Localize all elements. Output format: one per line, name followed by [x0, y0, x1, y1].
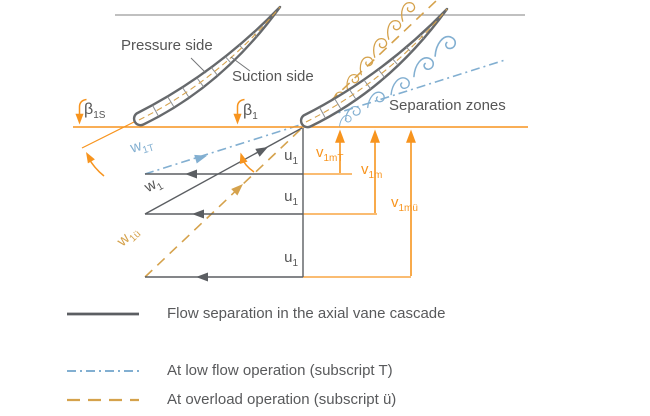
- beta-1-label: β1: [243, 102, 258, 123]
- u1-vector-label-1: u1: [284, 147, 298, 167]
- chord-extension-line: [81, 121, 135, 149]
- beta-1-angle-mark: [233, 98, 255, 173]
- legend-swatch-dashed: [67, 398, 139, 401]
- v1m-vector-label: v1m: [361, 161, 383, 181]
- legend-item-overload: At overload operation (subscript ü): [64, 391, 396, 408]
- suction-side-label: Suction side: [232, 68, 314, 85]
- u1-vector-label-3: u1: [284, 249, 298, 269]
- w1t-low-flow-line: [144, 59, 506, 175]
- separation-zones-label: Separation zones: [389, 97, 506, 114]
- legend-item-cascade: Flow separation in the axial vane cascad…: [64, 305, 446, 322]
- w1t-vector-label: w1T: [128, 137, 156, 157]
- legend-label: At low flow operation (subscript T): [167, 362, 393, 379]
- left-vane-blade: [132, 5, 282, 127]
- w1-vector: [144, 127, 303, 215]
- v1mu-vector-label: v1mü: [391, 194, 418, 214]
- v1m-arrowheads: [335, 129, 416, 143]
- v1mt-vector-label: v1mT: [316, 144, 344, 164]
- legend-label: At overload operation (subscript ü): [167, 391, 397, 408]
- legend-swatch-solid: [67, 312, 139, 315]
- label-pointer-lines: [190, 56, 251, 74]
- legend-swatch-dashdot: [67, 369, 139, 372]
- legend-item-low-flow: At low flow operation (subscript T): [64, 362, 393, 379]
- beta-1s-angle-mark: [75, 98, 105, 177]
- meridional-level-lines: [303, 173, 411, 278]
- beta-1s-label: β1S: [84, 101, 106, 122]
- pressure-side-label: Pressure side: [121, 37, 213, 54]
- u1-vector-label-2: u1: [284, 188, 298, 208]
- legend-label: Flow separation in the axial vane cascad…: [167, 305, 446, 322]
- u1-vectors: [145, 128, 304, 282]
